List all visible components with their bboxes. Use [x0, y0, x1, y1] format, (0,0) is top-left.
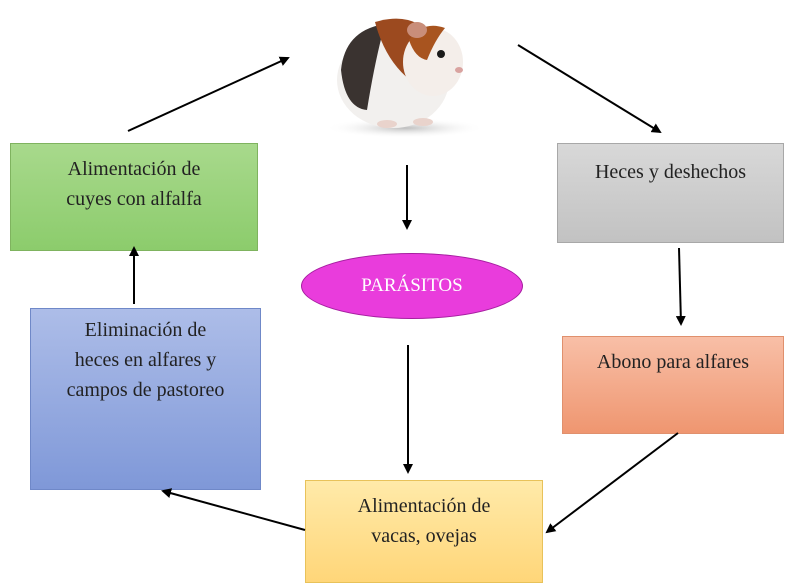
feces-box: Heces y deshechos: [557, 143, 784, 243]
parasites-ellipse: PARÁSITOS: [301, 253, 523, 319]
arrow-feces-to-fertilizer: [675, 247, 686, 326]
feces-label: Heces y deshechos: [594, 161, 747, 183]
parasites-label: PARÁSITOS: [361, 275, 463, 296]
elimination-label: Eliminación de heces en alfares y campos…: [66, 319, 225, 401]
alfalfa-feeding-label: Alimentación de cuyes con alfalfa: [66, 158, 202, 210]
fertilizer-box: Abono para alfares: [562, 336, 784, 434]
arrow-cow-sheep-to-elimination: [161, 488, 306, 531]
arrow-fertilizer-to-cow-sheep: [545, 432, 679, 534]
alfalfa-feeding-box: Alimentación de cuyes con alfalfa: [10, 143, 258, 251]
elimination-box: Eliminación de heces en alfares y campos…: [30, 308, 261, 490]
arrow-guinea-to-feces: [517, 44, 662, 134]
fertilizer-label: Abono para alfares: [596, 351, 750, 373]
guinea-pig-image: [305, 0, 517, 142]
cow-sheep-feeding-label: Alimentación de vacas, ovejas: [357, 495, 491, 547]
arrow-alfalfa-to-guinea: [127, 56, 290, 132]
cow-sheep-feeding-box: Alimentación de vacas, ovejas: [305, 480, 543, 583]
